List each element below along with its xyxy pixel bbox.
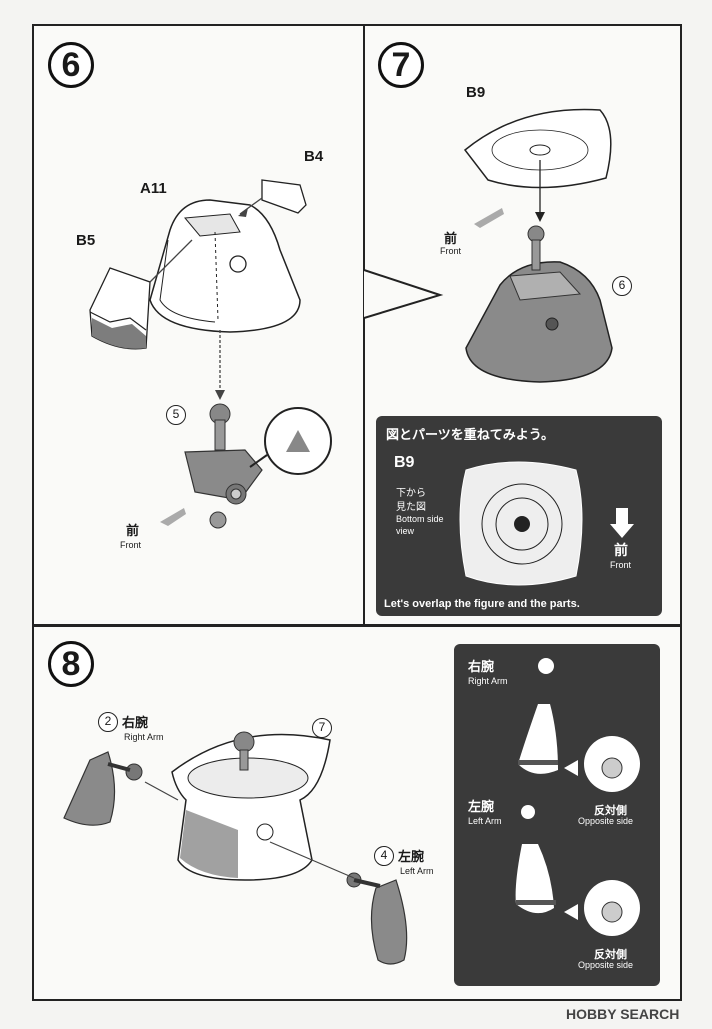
left-arm-part xyxy=(346,872,408,965)
right-arm-part xyxy=(63,751,143,826)
side-left-jp: 左腕 xyxy=(468,799,495,814)
left-arm-ref: 4 xyxy=(374,846,394,866)
left-arm-en: Left Arm xyxy=(400,866,434,876)
overlay-title: 図とパーツを重ねてみよう。 xyxy=(386,427,554,442)
overlay-bottom-jp-2: 見た図 xyxy=(396,502,426,513)
part-5-joint xyxy=(184,403,263,529)
part-6-cone xyxy=(465,225,613,383)
front-label-jp-6: 前 xyxy=(126,523,140,538)
step-8-number: 8 xyxy=(48,641,94,687)
side-right-jp: 右腕 xyxy=(468,659,495,674)
overlay-b9-label: B9 xyxy=(394,454,415,471)
b5-part xyxy=(89,239,193,350)
side-opposite-jp-2: 反対側 xyxy=(594,949,627,961)
overlay-bottom-en-1: Bottom side xyxy=(396,514,444,524)
side-opposite-en-1: Opposite side xyxy=(578,816,634,826)
b9-dish xyxy=(463,108,612,189)
front-down-arrow-icon xyxy=(610,508,634,538)
label-b5: B5 xyxy=(76,232,96,249)
overlay-footer: Let's overlap the figure and the parts. xyxy=(384,598,580,610)
b9-bottom-view xyxy=(459,461,634,586)
arm-orientation-illustrations xyxy=(515,658,640,936)
overlay-front-jp: 前 xyxy=(614,542,628,558)
overlay-guide-box: 図とパーツを重ねてみよう。 B9 下から 見た図 Bottom side vie… xyxy=(376,416,662,616)
overlay-front-en: Front xyxy=(610,560,632,570)
body-7-ref: 7 xyxy=(312,718,332,738)
right-arm-ref: 2 xyxy=(98,712,118,732)
front-arrow-7 xyxy=(474,208,504,228)
part-6-ref: 6 xyxy=(612,276,632,296)
overlay-bottom-en-2: view xyxy=(396,526,415,536)
a11-cone-part xyxy=(149,199,301,333)
side-opposite-en-2: Opposite side xyxy=(578,960,634,970)
side-left-en: Left Arm xyxy=(468,816,502,826)
arm-orientation-box: 右腕 Right Arm 反対側 Opposite side 左腕 Left A… xyxy=(454,644,660,986)
side-right-en: Right Arm xyxy=(468,676,508,686)
label-b9: B9 xyxy=(466,84,486,101)
part-7-body xyxy=(171,731,331,881)
side-opposite-jp-1: 反対側 xyxy=(594,805,627,817)
front-arrow-6 xyxy=(160,508,186,526)
watermark: HOBBY SEARCH xyxy=(566,1006,680,1022)
step-7-number: 7 xyxy=(378,42,424,88)
step-6-number: 6 xyxy=(48,42,94,88)
right-arm-jp: 右腕 xyxy=(122,715,149,730)
left-arm-jp: 左腕 xyxy=(398,849,425,864)
label-a11: A11 xyxy=(140,180,167,197)
front-label-jp-7: 前 xyxy=(444,231,458,246)
overlay-bottom-jp-1: 下から xyxy=(396,488,426,499)
front-label-en-6: Front xyxy=(120,540,142,550)
label-b4: B4 xyxy=(304,148,324,165)
right-arm-en: Right Arm xyxy=(124,732,164,742)
b4-part xyxy=(238,179,307,217)
part-5-ref: 5 xyxy=(166,405,186,425)
front-label-en-7: Front xyxy=(440,246,462,256)
